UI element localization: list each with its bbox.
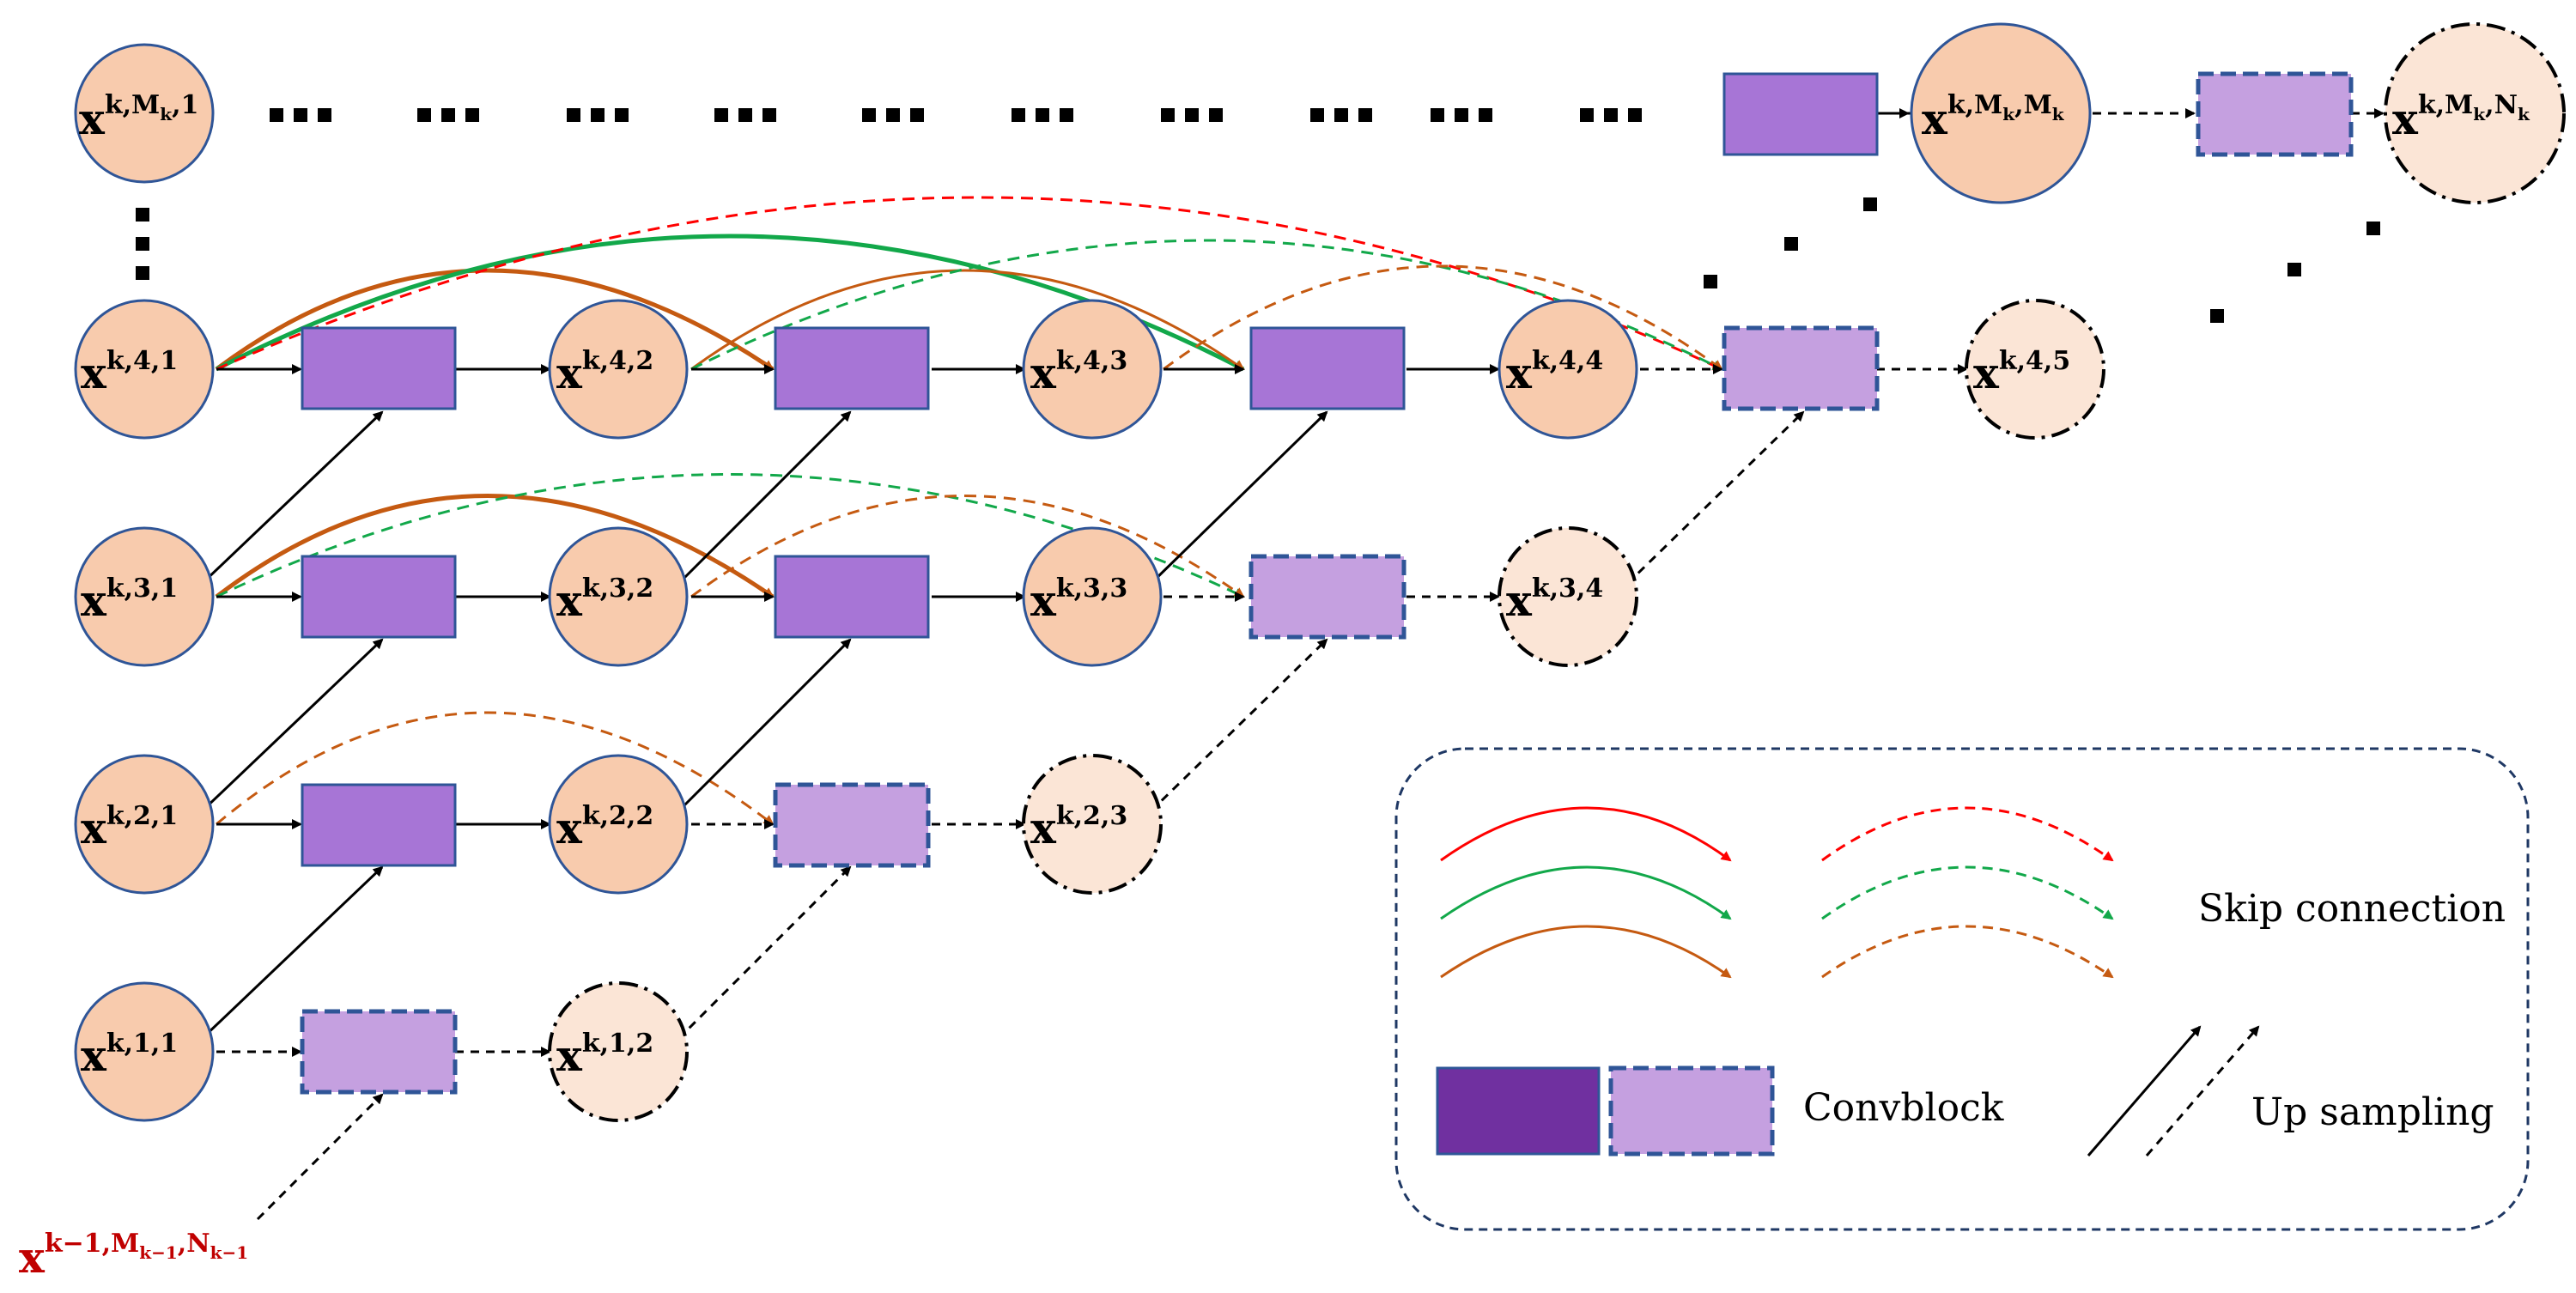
convblock-light-3-3 (1249, 554, 1406, 640)
node-label-k12: xk,1,2 (556, 1029, 653, 1081)
convblock-light-1-1 (300, 1009, 458, 1095)
node-circle-k22 (548, 754, 689, 895)
node-label-k23: xk,2,3 (1030, 801, 1127, 853)
skip-connections (215, 196, 1723, 826)
node-label-kMM: xk,Mk,Mk (1922, 90, 2065, 144)
forward-connections (216, 364, 1500, 829)
convblock-4-2 (774, 326, 930, 410)
skip-arc-orange-21-to-convL23 (216, 711, 775, 826)
skip-arc-orange-43-to-convL4 (1163, 264, 1723, 371)
node-circle-k44 (1498, 299, 1638, 440)
node-circle-k11 (74, 981, 215, 1122)
node-label-k21: xk,2,1 (81, 801, 178, 853)
node-circle-k33 (1022, 526, 1163, 667)
node-circle-kM1 (74, 43, 215, 184)
convblock-4-1 (301, 326, 457, 410)
dashed-upsampling-connections (256, 410, 1805, 1221)
node-circle-k23 (1022, 754, 1163, 895)
node-circle-kMN (2384, 22, 2566, 204)
node-label-k22: xk,2,2 (556, 801, 653, 853)
legend-green-dashed-arc (1821, 865, 2114, 920)
legend-up-label: Up sampling (2251, 1090, 2494, 1134)
light-nodes (548, 22, 2566, 1122)
node-circle-k31 (74, 526, 215, 667)
node-label-k11: xk,1,1 (81, 1029, 178, 1081)
legend-green-solid-arc (1440, 865, 1732, 920)
node-circle-k12 (548, 981, 689, 1122)
node-circle-k41 (74, 299, 215, 440)
convblock-light-2-2 (773, 782, 931, 868)
ellipsis-dots (136, 108, 2380, 323)
skip-arc-orange-31-to-conv32 (215, 494, 775, 599)
node-circle-k21 (74, 754, 215, 895)
legend-upsample-dashed (2145, 1025, 2260, 1156)
legend-red-solid-arc (1440, 806, 1732, 862)
skip-arc-orange-41-to-conv2 (215, 268, 775, 372)
convblock-2-1 (301, 783, 457, 867)
legend-box (1394, 747, 2530, 1231)
legend-convblock-light (1608, 1065, 1775, 1156)
node-label-k42: xk,4,2 (556, 346, 653, 398)
node-label-kMN: xk,Mk,Nk (2392, 90, 2530, 144)
convblock-3-2 (774, 555, 930, 639)
solid-nodes (74, 22, 2092, 1122)
node-label-k45: xk,4,5 (1973, 346, 2070, 398)
legend-red-dashed-arc (1821, 806, 2114, 862)
upsampling-connections (200, 410, 1328, 1041)
node-circle-k43 (1022, 299, 1163, 440)
legend-convblock-solid (1436, 1066, 1601, 1156)
node-label-k44: xk,4,4 (1506, 346, 1603, 398)
skip-arc-orange-32-to-convL34 (690, 495, 1245, 598)
convblock-light-4-4 (1722, 325, 1880, 411)
convblock-top (1722, 72, 1879, 156)
legend-skip-label: Skip connection (2198, 887, 2506, 931)
legend-upsample-solid (2087, 1025, 2202, 1156)
legend: Skip connection Convblock Up sampling (1394, 747, 2530, 1231)
node-label-kM1: xk,Mk,1 (79, 90, 198, 144)
convblock-3-1 (301, 555, 457, 639)
node-circle-k34 (1498, 526, 1638, 667)
node-label-k31: xk,3,1 (81, 574, 178, 626)
node-circle-k45 (1965, 299, 2105, 440)
node-label-k33: xk,3,3 (1030, 574, 1127, 626)
skip-arc-green-42-to-convL4 (690, 239, 1723, 371)
skip-arc-orange-42-to-conv3 (690, 269, 1245, 371)
node-label-k41: xk,4,1 (81, 346, 178, 398)
convblock-4-3 (1249, 326, 1406, 410)
node-label-k43: xk,4,3 (1030, 346, 1127, 398)
node-circle-kMM (1910, 22, 2092, 204)
legend-orange-solid-arc (1440, 925, 1732, 979)
top-row-dots (270, 108, 1642, 122)
node-circle-k32 (548, 526, 689, 667)
node-circle-k42 (548, 299, 689, 440)
node-label-k32: xk,3,2 (556, 574, 653, 626)
node-label-k34: xk,3,4 (1506, 574, 1603, 626)
legend-conv-label: Convblock (1803, 1086, 2004, 1130)
conv-blocks-light (300, 71, 2354, 1095)
input-node-label: xk−1,Mk−1,Nk−1 (19, 1229, 248, 1283)
node-labels: xk,1,1 xk,1,2 xk,2,1 xk,2,2 xk,2,3 xk,3,… (19, 90, 2530, 1283)
convblock-light-top (2196, 71, 2354, 157)
legend-orange-dashed-arc (1821, 925, 2114, 979)
conv-blocks (301, 72, 1879, 867)
